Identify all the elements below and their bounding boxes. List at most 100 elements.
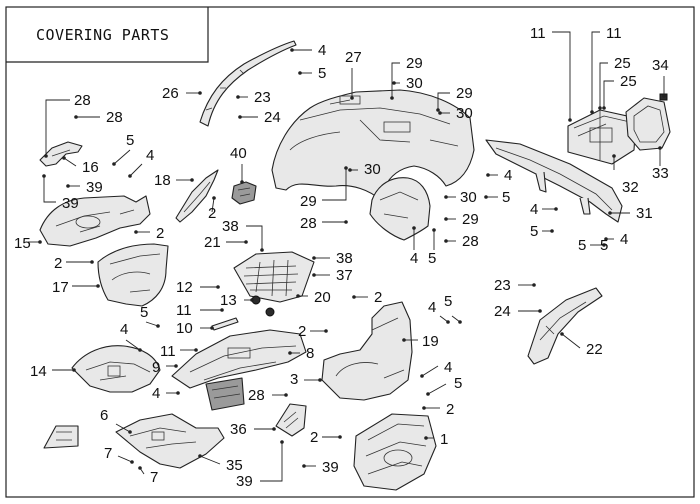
callout-c-40: 40 bbox=[230, 145, 247, 162]
leader-dot-c-10 bbox=[210, 326, 214, 330]
leader-dot-c-13 bbox=[250, 298, 254, 302]
callout-c-2b: 2 bbox=[54, 255, 62, 272]
leader-c-39b bbox=[43, 176, 56, 203]
leader-dot-c-39d bbox=[302, 464, 306, 468]
leader-c-29b bbox=[437, 92, 450, 110]
callout-c-24b: 24 bbox=[494, 303, 511, 320]
leader-dot-c-1 bbox=[424, 436, 428, 440]
leader-dot-c-7b bbox=[138, 466, 142, 470]
callout-c-29c: 29 bbox=[300, 193, 317, 210]
callout-c-9: 9 bbox=[152, 359, 160, 376]
callout-c-5g: 5 bbox=[600, 237, 608, 254]
leader-dot-c-17 bbox=[96, 284, 100, 288]
callout-c-23a: 23 bbox=[254, 89, 271, 106]
leader-dot-c-4e bbox=[554, 207, 558, 211]
callout-c-27: 27 bbox=[345, 49, 362, 66]
callout-c-4d: 4 bbox=[504, 167, 512, 184]
callout-c-4a: 4 bbox=[318, 42, 326, 59]
leader-c-22 bbox=[561, 333, 581, 349]
callout-c-26: 26 bbox=[162, 85, 179, 102]
leader-dot-c-29a bbox=[390, 96, 394, 100]
leader-dot-c-4h bbox=[138, 348, 142, 352]
leader-dot-c-4j bbox=[176, 391, 180, 395]
callout-c-2g: 2 bbox=[310, 429, 318, 446]
leader-dot-c-5f bbox=[602, 243, 606, 247]
leader-dot-c-30a bbox=[392, 81, 396, 85]
part-20-step-tray bbox=[233, 251, 315, 303]
leader-dot-c-11c bbox=[220, 308, 224, 312]
leader-dot-c-9 bbox=[174, 364, 178, 368]
callout-c-4g: 4 bbox=[428, 299, 436, 316]
part-16-bracket bbox=[39, 141, 83, 167]
leader-c-5b bbox=[113, 149, 131, 165]
callout-c-18: 18 bbox=[154, 172, 171, 189]
callout-c-5b: 5 bbox=[126, 132, 134, 149]
part-22-rear-bracket bbox=[527, 287, 603, 365]
leader-dot-c-39c bbox=[280, 440, 284, 444]
callout-c-5i: 5 bbox=[140, 304, 148, 321]
callout-c-39a: 39 bbox=[86, 179, 103, 196]
part-27-rear-flare bbox=[369, 177, 431, 241]
callout-c-24a: 24 bbox=[264, 109, 281, 126]
part-31-side-rail bbox=[485, 139, 623, 223]
leader-dot-c-20 bbox=[296, 294, 300, 298]
leader-dot-c-4f bbox=[604, 237, 608, 241]
callout-c-10: 10 bbox=[176, 320, 193, 337]
leader-dot-c-2d bbox=[352, 295, 356, 299]
callout-c-39c: 39 bbox=[236, 473, 253, 490]
callout-c-2a: 2 bbox=[156, 225, 164, 242]
leader-dot-c-5a bbox=[298, 71, 302, 75]
callout-c-11c: 11 bbox=[176, 302, 192, 319]
callout-c-35: 35 bbox=[226, 457, 243, 474]
callout-c-13: 13 bbox=[220, 292, 237, 309]
leader-dot-c-37 bbox=[312, 273, 316, 277]
callout-c-2e: 2 bbox=[298, 323, 306, 340]
leader-dot-c-2c bbox=[212, 196, 216, 200]
leader-dot-c-15 bbox=[38, 240, 42, 244]
leader-dot-c-23b bbox=[532, 283, 536, 287]
callout-c-22: 22 bbox=[586, 341, 603, 358]
leader-dot-c-25a bbox=[598, 106, 602, 110]
callout-c-5d: 5 bbox=[502, 189, 510, 206]
callout-c-39d: 39 bbox=[322, 459, 339, 476]
callout-c-5a: 5 bbox=[318, 65, 326, 82]
leader-dot-c-38b bbox=[312, 256, 316, 260]
leader-dot-c-30b bbox=[438, 111, 442, 115]
leader-dot-c-38a bbox=[260, 248, 264, 252]
callout-c-36: 36 bbox=[230, 421, 247, 438]
part-35-lower-bracket bbox=[115, 413, 225, 469]
callout-c-31: 31 bbox=[636, 205, 653, 222]
leader-dot-c-5d bbox=[484, 195, 488, 199]
callout-c-2f: 2 bbox=[446, 401, 454, 418]
callout-c-30c: 30 bbox=[364, 161, 381, 178]
leader-dot-c-23a bbox=[236, 95, 240, 99]
callout-c-29a: 29 bbox=[406, 55, 423, 72]
leader-dot-c-33 bbox=[658, 146, 662, 150]
leader-dot-c-21 bbox=[244, 240, 248, 244]
callout-c-30d: 30 bbox=[460, 189, 477, 206]
leader-dot-c-26 bbox=[198, 91, 202, 95]
leader-c-28a bbox=[45, 99, 70, 156]
part-18-side-trim bbox=[175, 169, 219, 223]
callout-c-15: 15 bbox=[14, 235, 31, 252]
callout-c-30b: 30 bbox=[456, 105, 473, 122]
leader-dot-c-11a bbox=[568, 118, 572, 122]
leader-dot-c-14 bbox=[72, 368, 76, 372]
diagram-title: COVERING PARTS bbox=[36, 26, 169, 44]
callout-c-33: 33 bbox=[652, 165, 669, 182]
callout-c-20: 20 bbox=[314, 289, 331, 306]
leader-dot-c-5c bbox=[432, 228, 436, 232]
callout-c-38b: 38 bbox=[336, 250, 353, 267]
callout-c-23b: 23 bbox=[494, 277, 511, 294]
leader-dot-c-2e bbox=[324, 329, 328, 333]
leader-dot-c-40 bbox=[240, 180, 244, 184]
callout-c-25a: 25 bbox=[614, 55, 631, 72]
callout-c-4j: 4 bbox=[152, 385, 160, 402]
part-13-grommet-b bbox=[265, 307, 275, 317]
callout-c-2d: 2 bbox=[374, 289, 382, 306]
leader-c-4i bbox=[421, 365, 439, 377]
leader-c-4h bbox=[125, 339, 141, 351]
leader-dot-c-11b bbox=[590, 110, 594, 114]
leader-dot-c-28e bbox=[284, 393, 288, 397]
